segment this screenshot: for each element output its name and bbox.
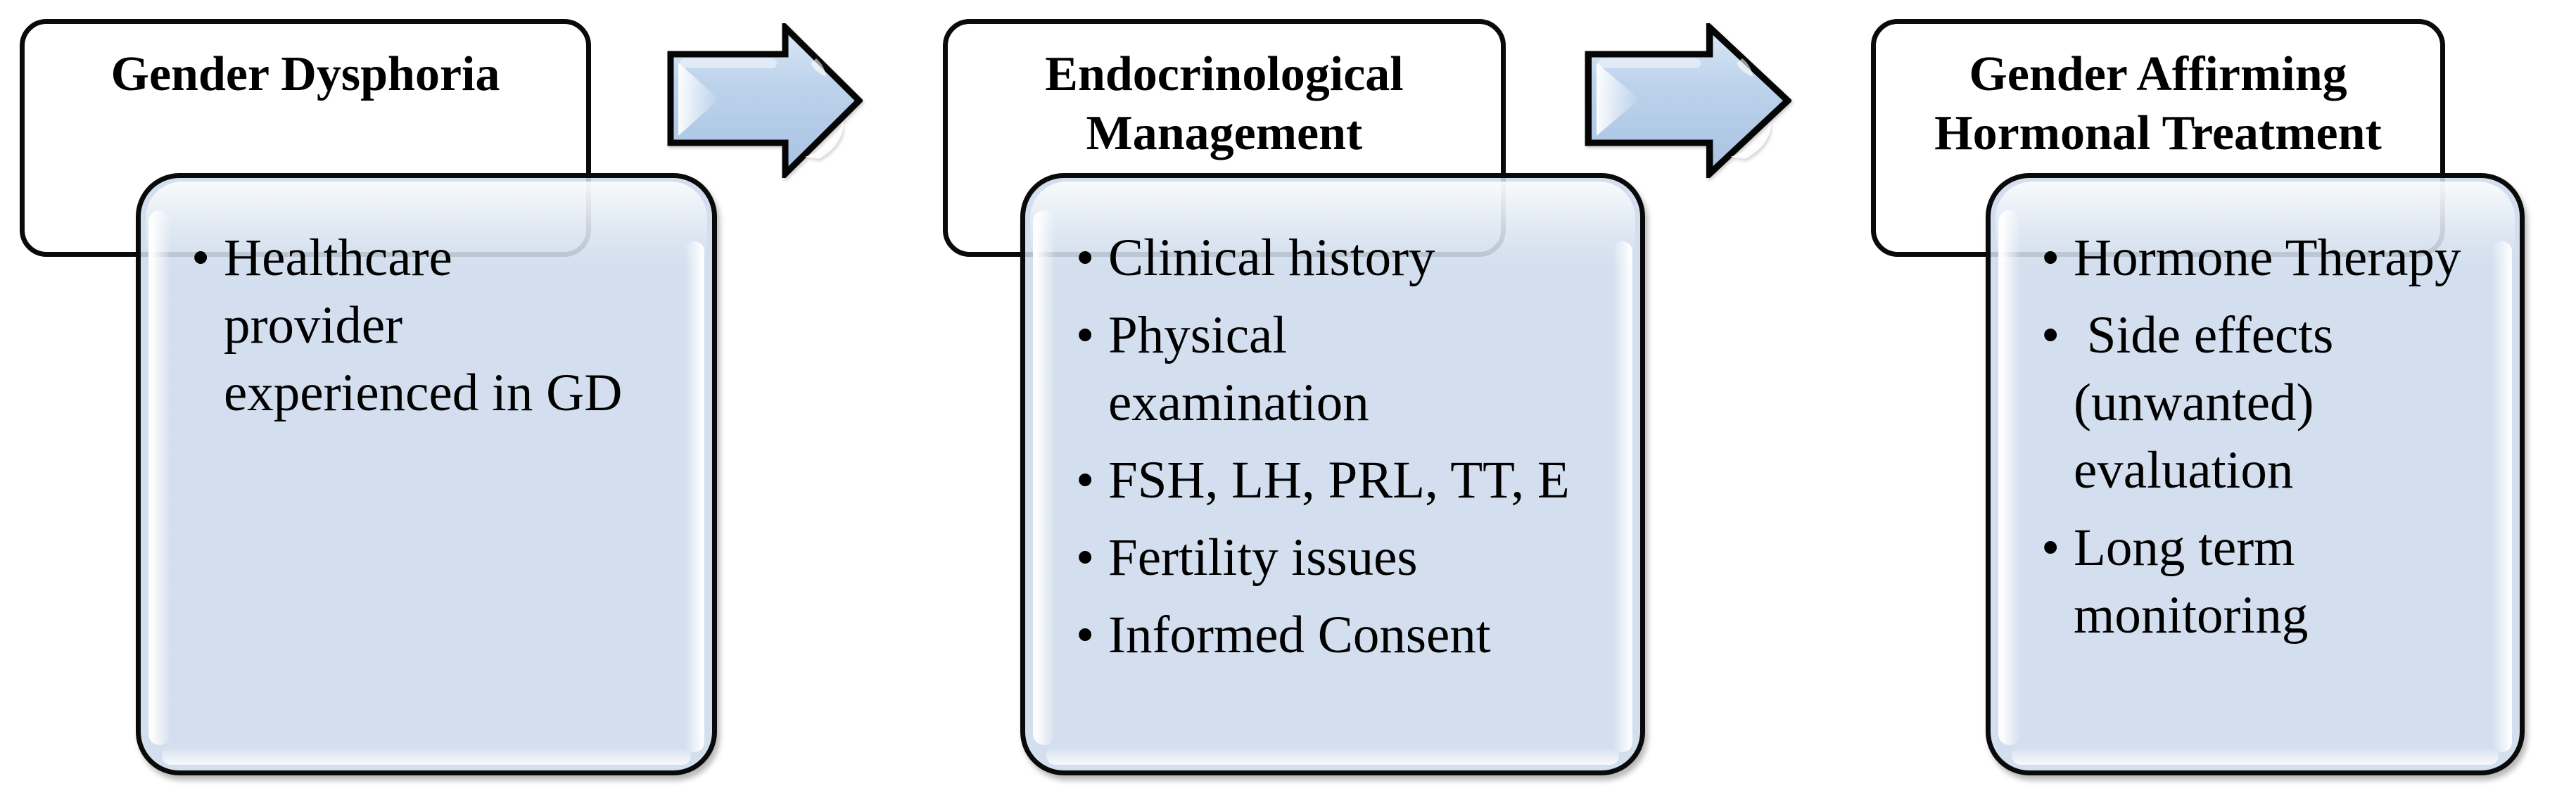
bullet-item: Physical examination <box>1076 302 1626 437</box>
gloss-highlight <box>1033 210 1055 745</box>
step-3-title: Gender Affirming Hormonal Treatment <box>1882 45 2435 163</box>
bullet-item: Side effects (unwanted) evaluation <box>2041 302 2506 504</box>
gloss-highlight <box>1046 747 1619 765</box>
bullet-line: Clinical history <box>1108 229 1435 287</box>
step-3-bullet-list: Hormone Therapy Side effects (unwanted) … <box>2041 224 2506 659</box>
bullet-line: Hormone Therapy <box>2074 229 2461 287</box>
gloss-highlight <box>1998 210 2021 745</box>
bullet-item: Informed Consent <box>1076 602 1626 669</box>
gloss-highlight <box>2012 747 2499 765</box>
bullet-line: Healthcare <box>224 229 452 287</box>
arrow-right-icon <box>1585 23 1791 178</box>
bullet-item: Long term monitoring <box>2041 514 2506 649</box>
title-line: Gender Affirming <box>1969 47 2347 101</box>
title-line: Management <box>1086 106 1363 160</box>
bullet-line: Long term <box>2074 519 2295 577</box>
title-line: Endocrinological <box>1045 47 1404 101</box>
step-1-title: Gender Dysphoria <box>30 45 580 104</box>
bullet-item: FSH, LH, PRL, TT, E <box>1076 447 1626 514</box>
gloss-highlight <box>162 747 691 765</box>
bullet-line: (unwanted) <box>2074 374 2314 432</box>
bullet-line: Informed Consent <box>1108 606 1491 664</box>
arrow-right-icon <box>667 23 863 178</box>
step-1-bullet-list: Healthcare provider experienced in GD <box>191 224 698 437</box>
gloss-highlight <box>148 210 171 745</box>
bullet-item: Clinical history <box>1076 224 1626 292</box>
bullet-line: Physical <box>1108 306 1288 364</box>
bullet-line: evaluation <box>2074 441 2294 500</box>
bullet-item: Fertility issues <box>1076 524 1626 592</box>
bullet-item: Hormone Therapy <box>2041 224 2506 292</box>
step-2-content-box: Clinical history Physical examination FS… <box>1020 173 1645 775</box>
step-3-content-box: Hormone Therapy Side effects (unwanted) … <box>1986 173 2525 775</box>
bullet-line: monitoring <box>2074 586 2309 645</box>
title-line: Hormonal Treatment <box>1934 106 2382 160</box>
title-line: Gender Dysphoria <box>110 47 500 101</box>
bullet-line: provider <box>224 296 403 355</box>
bullet-line: Fertility issues <box>1108 528 1418 587</box>
bullet-item: Healthcare provider experienced in GD <box>191 224 698 427</box>
step-2-title: Endocrinological Management <box>953 45 1495 163</box>
bullet-line: FSH, LH, PRL, TT, E <box>1108 451 1570 509</box>
bullet-line: Side effects <box>2074 306 2334 364</box>
step-2-bullet-list: Clinical history Physical examination FS… <box>1076 224 1626 679</box>
bullet-line: examination <box>1108 374 1369 432</box>
step-1-content-box: Healthcare provider experienced in GD <box>136 173 717 775</box>
bullet-line: experienced in GD <box>224 364 623 422</box>
